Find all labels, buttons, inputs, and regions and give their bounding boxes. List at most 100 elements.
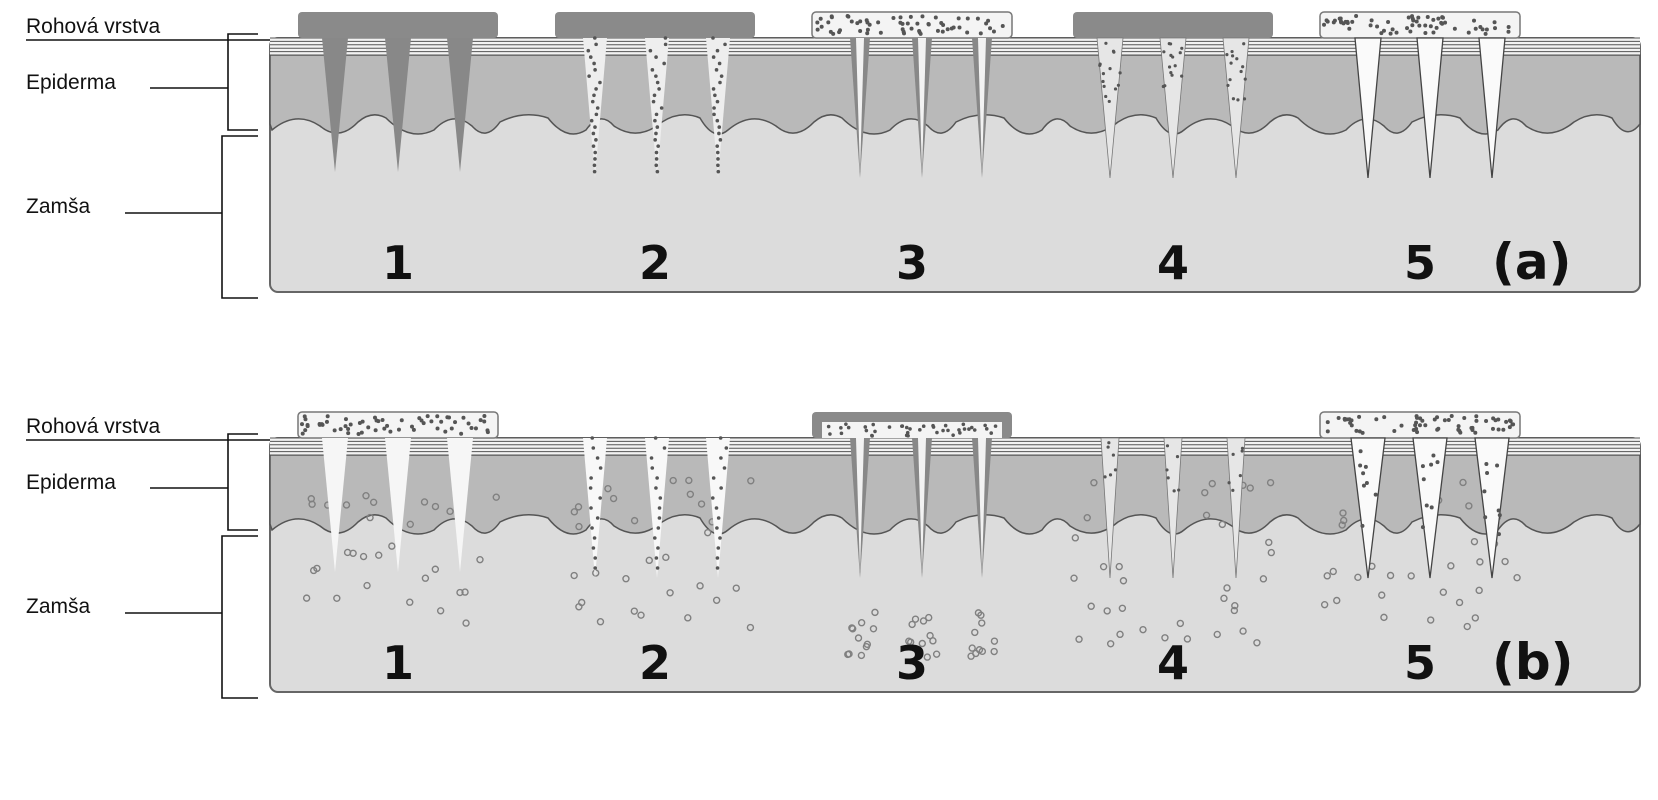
drug-dot	[1368, 23, 1373, 28]
released-drug-particle	[1329, 567, 1337, 576]
released-drug-particle	[609, 494, 618, 503]
released-drug-particle	[845, 650, 853, 658]
drug-dot	[918, 31, 923, 36]
drug-dot	[1106, 445, 1110, 449]
drug-dot	[1416, 15, 1421, 20]
drug-dot	[593, 36, 597, 40]
drug-dot	[435, 414, 440, 419]
drug-dot	[1354, 14, 1359, 19]
released-drug-particle	[302, 594, 311, 602]
drug-dot	[1411, 18, 1416, 23]
drug-dot	[1414, 426, 1419, 431]
released-drug-particle	[1407, 572, 1415, 580]
drug-dot	[902, 31, 907, 36]
drug-dot	[1178, 51, 1182, 55]
drug-dot	[654, 131, 658, 136]
released-drug-particle	[1470, 537, 1479, 546]
drug-dot	[653, 118, 657, 123]
microneedle	[645, 438, 669, 578]
drug-dot	[849, 19, 854, 24]
drug-dot	[876, 20, 881, 25]
drug-dot	[1332, 18, 1337, 23]
drug-dot	[1414, 19, 1419, 24]
drug-dot	[846, 425, 851, 430]
drug-dot	[449, 426, 454, 431]
drug-dot	[590, 436, 595, 440]
microneedle-column-3	[811, 11, 1013, 178]
drug-dot	[865, 31, 870, 36]
released-drug-particle	[932, 650, 941, 658]
drug-dot	[1497, 513, 1502, 518]
drug-dot	[461, 415, 466, 420]
microneedle-column-5	[1319, 411, 1521, 631]
released-drug-particle	[342, 501, 351, 509]
drug-dot	[654, 74, 658, 78]
drug-dot	[655, 476, 659, 480]
drug-dot	[360, 419, 365, 424]
drug-dot	[718, 536, 722, 540]
column-number-5: 5	[1403, 236, 1437, 290]
drug-dot	[1108, 473, 1113, 477]
drug-dot	[654, 486, 658, 490]
drug-dot	[855, 21, 860, 26]
stratum-corneum-layer	[270, 437, 1640, 456]
drug-dot	[1414, 420, 1419, 425]
drug-dot	[951, 433, 955, 437]
drug-dot	[1431, 453, 1436, 458]
drug-dot	[1324, 18, 1329, 23]
drug-dot	[1101, 79, 1105, 84]
drug-dot	[382, 426, 387, 431]
drug-dot	[300, 422, 305, 427]
released-drug-particle	[1223, 584, 1231, 592]
microneedle	[322, 438, 348, 572]
epidermis-layer	[269, 54, 1641, 135]
released-drug-particle	[446, 507, 454, 516]
drug-dot	[1423, 423, 1428, 428]
stratum-corneum-band	[270, 38, 1640, 55]
drug-dot	[957, 25, 962, 30]
stratum-corneum-band	[270, 438, 1640, 455]
released-drug-particle	[1115, 562, 1123, 571]
drug-dot	[655, 566, 660, 570]
released-drug-particle	[1513, 574, 1521, 582]
released-drug-particle	[436, 607, 445, 615]
drug-dot	[453, 420, 458, 425]
drug-dot	[1337, 16, 1342, 21]
released-drug-particle	[712, 596, 721, 604]
drug-dot	[302, 414, 307, 419]
released-drug-particle	[686, 490, 695, 498]
microneedle	[1354, 37, 1382, 179]
released-drug-particle	[366, 513, 374, 522]
drug-dot	[828, 432, 832, 436]
drug-dot	[904, 425, 909, 430]
microneedle	[322, 38, 348, 172]
released-drug-particle	[388, 542, 396, 550]
released-drug-particle	[578, 598, 586, 607]
drug-dot	[346, 431, 351, 436]
drug-dot	[443, 429, 448, 434]
released-drug-particle	[1119, 577, 1128, 585]
released-drug-particle	[1476, 558, 1484, 566]
drug-dot	[303, 428, 308, 433]
stratum-corneum-layer	[270, 37, 1640, 56]
drug-dot	[657, 516, 662, 520]
drug-dot	[1421, 477, 1426, 482]
microneedle	[1222, 37, 1250, 179]
drug-dot	[589, 506, 593, 510]
drug-dot	[590, 526, 594, 530]
released-drug-particle	[622, 575, 630, 583]
drug-dot	[595, 456, 600, 460]
drug-dot	[1496, 427, 1501, 432]
drug-dot	[325, 414, 330, 419]
drug-dot	[718, 138, 723, 142]
released-drug-particle	[925, 613, 933, 622]
microneedle-column-1	[297, 411, 500, 627]
released-drug-particle	[604, 484, 612, 493]
drug-dot	[715, 99, 720, 104]
drug-dot	[469, 425, 474, 430]
drug-dot	[915, 21, 920, 26]
drug-dot	[1230, 54, 1235, 58]
drug-dot	[482, 414, 487, 419]
released-drug-particle	[369, 498, 378, 507]
drug-dot	[1165, 468, 1169, 472]
